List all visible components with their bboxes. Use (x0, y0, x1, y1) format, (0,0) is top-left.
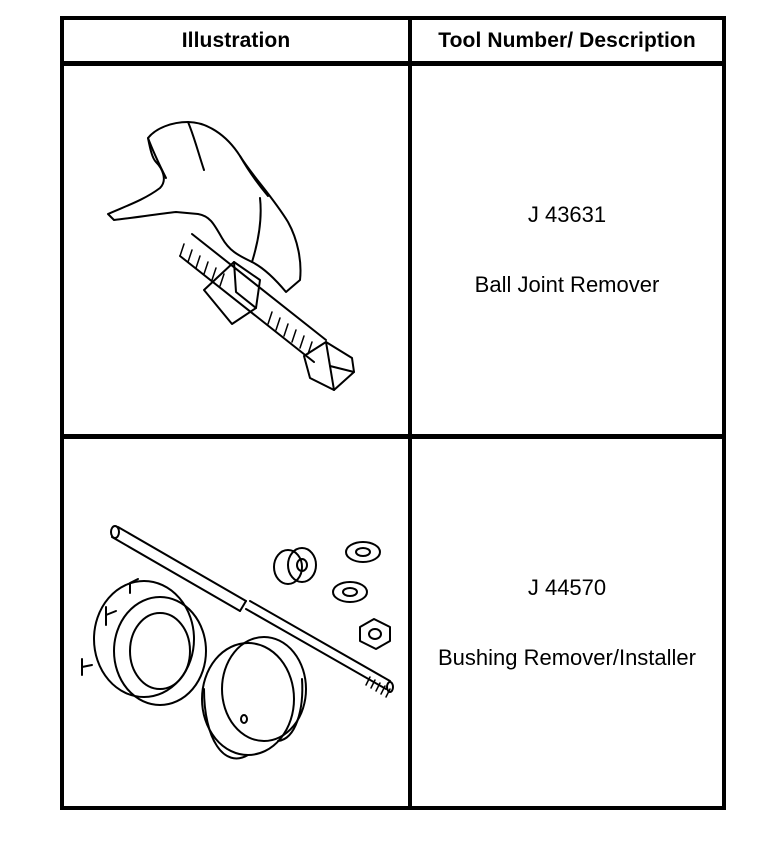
row-divider (64, 434, 722, 439)
row-2-description-cell: J 44570 Bushing Remover/Installer (412, 439, 722, 806)
row-1-description-cell: J 43631 Ball Joint Remover (412, 66, 722, 434)
tool-table: Illustration Tool Number/ Description (60, 16, 726, 810)
bushing-remover-installer-icon (81, 525, 394, 760)
header-divider (64, 61, 722, 66)
tool-number-2: J 44570 (527, 574, 607, 600)
ball-joint-remover-icon (107, 121, 355, 391)
header-illustration: Illustration (181, 28, 291, 52)
column-divider (408, 20, 412, 806)
row-1-illustration (64, 66, 408, 434)
row-2-illustration (64, 439, 408, 806)
tool-number-1: J 43631 (527, 202, 607, 227)
tool-description-1: Ball Joint Remover (474, 272, 660, 297)
tool-description-2: Bushing Remover/Installer (437, 644, 696, 670)
header-description: Tool Number/ Description (438, 28, 696, 52)
